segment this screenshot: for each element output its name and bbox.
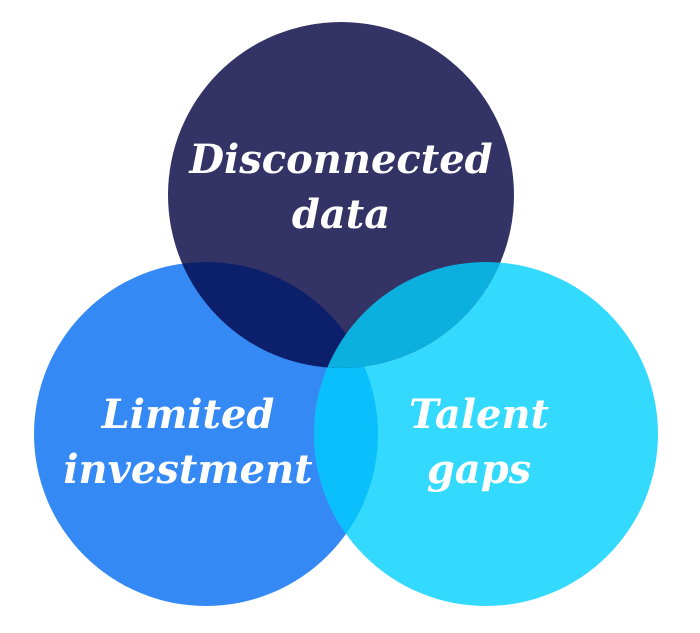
left-label-line2: investment (63, 446, 313, 493)
overlap-top-left (168, 262, 378, 368)
left-label-line1: Limited (101, 391, 275, 438)
top-label-line2: data (292, 191, 390, 238)
overlap-top-right (314, 262, 514, 368)
right-label-line1: Talent (409, 391, 550, 438)
top-label-line1: Disconnected (188, 136, 492, 183)
right-label-line2: gaps (427, 446, 531, 493)
